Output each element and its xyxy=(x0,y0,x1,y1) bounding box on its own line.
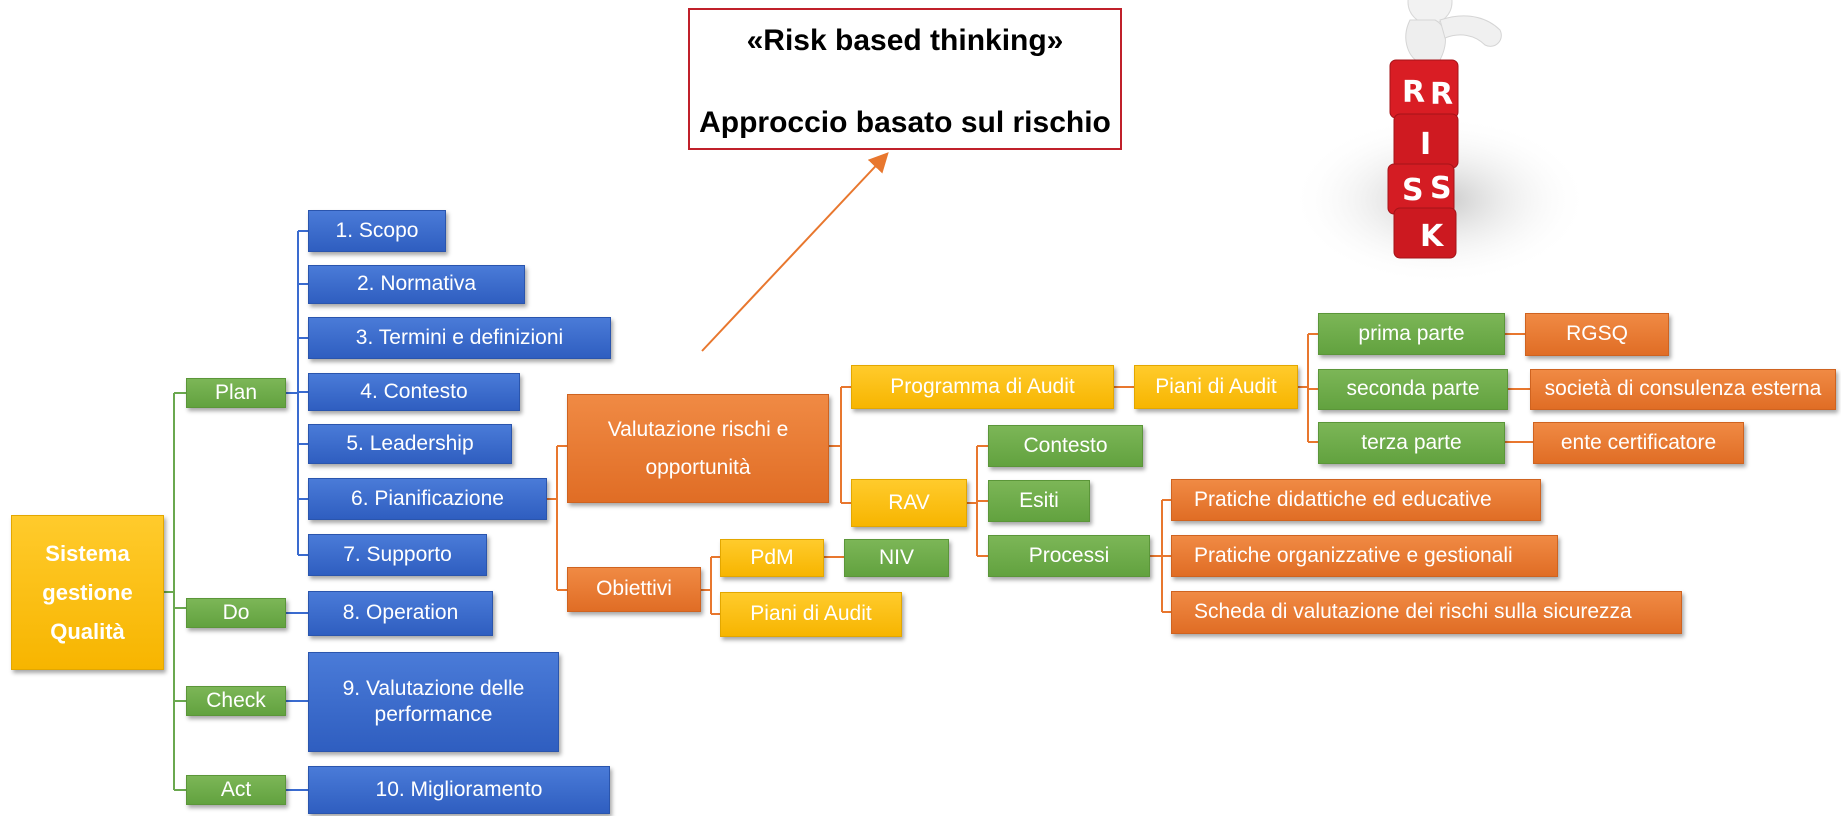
programma-audit: Programma di Audit xyxy=(851,365,1114,409)
scheda-valutazione: Scheda di valutazione dei rischi sulla s… xyxy=(1171,591,1682,634)
pdca-check: Check xyxy=(186,686,286,716)
root-node: Sistema gestione Qualità xyxy=(11,515,164,670)
risk-cubes-illustration: R R I S S K xyxy=(1290,0,1590,285)
rav-processi: Processi xyxy=(988,535,1150,577)
clause-6: 6. Pianificazione xyxy=(308,478,547,520)
clause-9: 9. Valutazione delle performance xyxy=(308,652,559,752)
terza-parte: terza parte xyxy=(1318,422,1505,464)
pdca-do: Do xyxy=(186,598,286,628)
cube-letter-r-side: R xyxy=(1430,77,1453,112)
piani-audit-obiettivi: Piani di Audit xyxy=(720,592,902,637)
niv: NIV xyxy=(844,539,949,577)
clause-4: 4. Contesto xyxy=(308,373,520,411)
cube-k xyxy=(1393,207,1457,259)
pdm: PdM xyxy=(720,539,824,577)
figure-body xyxy=(1405,19,1446,63)
clause-5: 5. Leadership xyxy=(308,424,512,464)
clause-1: 1. Scopo xyxy=(308,210,446,252)
pdca-plan: Plan xyxy=(186,378,286,408)
pdca-act: Act xyxy=(186,775,286,805)
title-line-1: «Risk based thinking» xyxy=(746,24,1064,57)
seconda-parte: seconda parte xyxy=(1318,369,1508,410)
rav-esiti: Esiti xyxy=(988,480,1090,522)
rav-contesto: Contesto xyxy=(988,425,1143,467)
rav: RAV xyxy=(851,479,967,527)
clause-7: 7. Supporto xyxy=(308,534,487,576)
cube-letter-s-side: S xyxy=(1430,171,1452,206)
cube-letter-i: I xyxy=(1420,127,1431,162)
cube-letter-r: R xyxy=(1402,75,1425,110)
piani-audit: Piani di Audit xyxy=(1134,365,1298,409)
obiettivi: Obiettivi xyxy=(567,567,701,612)
cube-stack xyxy=(1387,59,1459,259)
clause-8: 8. Operation xyxy=(308,591,493,636)
clause-3: 3. Termini e definizioni xyxy=(308,317,611,359)
auditor-certificatore: ente certificatore xyxy=(1533,422,1744,464)
clause-10: 10. Miglioramento xyxy=(308,766,610,814)
title-box: «Risk based thinking» Approccio basato s… xyxy=(688,8,1122,150)
cube-letter-s: S xyxy=(1402,173,1424,208)
cube-letter-k: K xyxy=(1420,219,1445,254)
auditor-consulenza: società di consulenza esterna xyxy=(1530,369,1836,410)
figure-arm xyxy=(1439,15,1502,47)
valutazione-rischi: Valutazione rischi e opportunità xyxy=(567,394,829,503)
pratiche-didattiche: Pratiche didattiche ed educative xyxy=(1171,479,1541,521)
prima-parte: prima parte xyxy=(1318,313,1505,355)
pratiche-organizzative: Pratiche organizzative e gestionali xyxy=(1171,535,1558,577)
auditor-rgsq: RGSQ xyxy=(1525,313,1669,356)
title-line-2: Approccio basato sul rischio xyxy=(699,106,1111,139)
clause-2: 2. Normativa xyxy=(308,265,525,304)
